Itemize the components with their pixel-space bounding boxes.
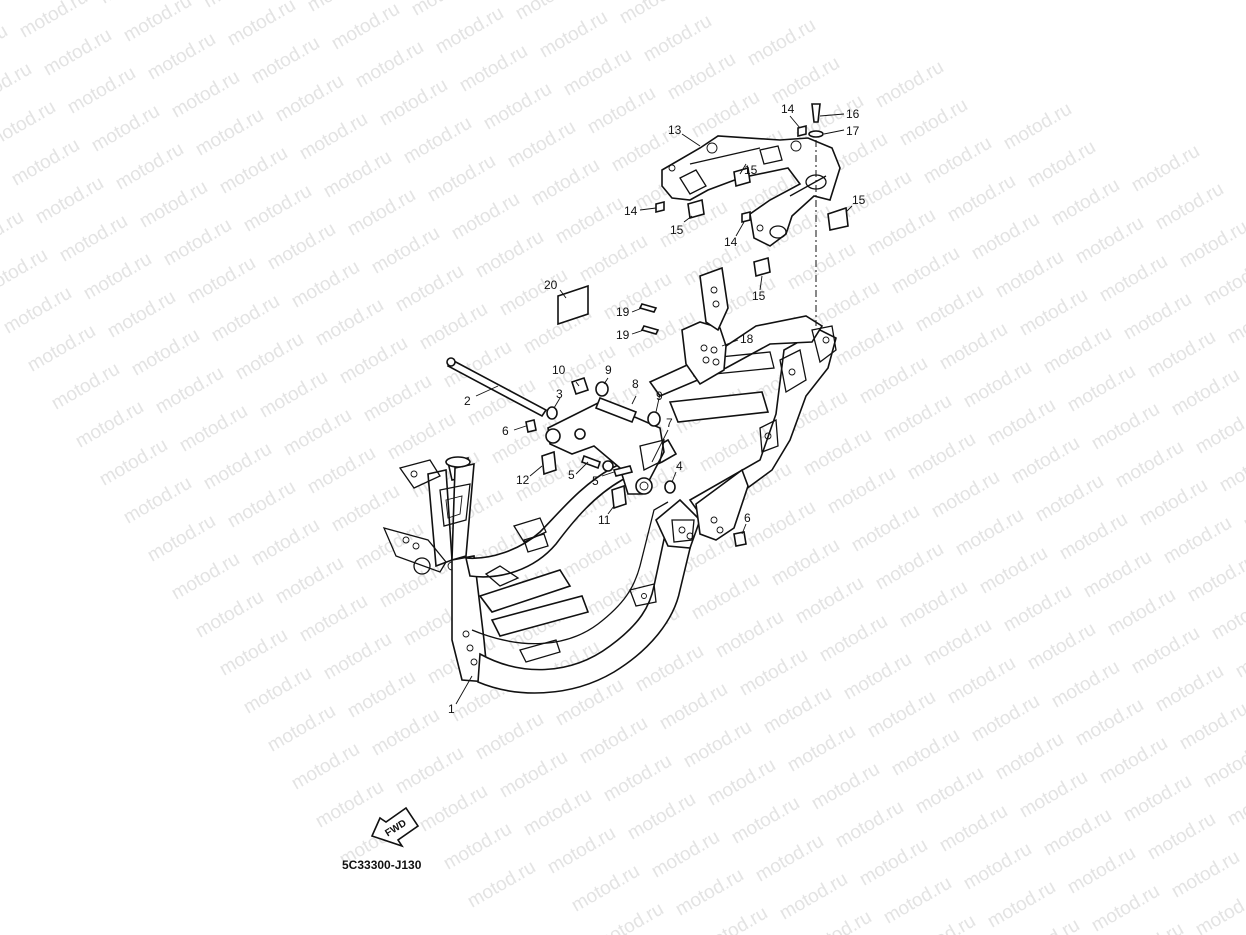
callout-5a: 5	[568, 468, 575, 482]
collar-part-9a	[595, 381, 609, 397]
callout-9b: 9	[656, 389, 663, 403]
callout-17: 17	[846, 124, 860, 138]
callout-7: 7	[666, 416, 673, 430]
callout-9a: 9	[605, 363, 612, 377]
engine-mount-parts	[446, 357, 747, 547]
callout-13: 13	[668, 123, 682, 137]
collar-part-9b	[647, 411, 661, 427]
washer-part-17	[808, 130, 824, 138]
plate-part-11	[611, 484, 627, 510]
pivot-shaft-part	[446, 358, 548, 418]
callout-19a: 19	[616, 305, 630, 319]
callout-20: 20	[544, 278, 558, 292]
callout-15d: 15	[752, 289, 766, 303]
stay-bracket-part	[681, 266, 729, 386]
callout-14b: 14	[724, 235, 738, 249]
collar-part-3	[546, 406, 558, 420]
plate-part-12	[541, 450, 557, 476]
callout-16: 16	[846, 107, 860, 121]
callout-2: 2	[464, 394, 471, 408]
callout-15b: 15	[744, 163, 758, 177]
label-part-20	[557, 284, 589, 326]
clip-parts	[655, 124, 807, 224]
screw-part-19a	[638, 303, 658, 313]
callout-15c: 15	[852, 193, 866, 207]
damper-part	[570, 376, 590, 396]
bolt-part-16	[811, 103, 821, 123]
rubber-mount-parts	[687, 166, 849, 278]
callout-1: 1	[448, 702, 455, 716]
upper-bracket-part	[661, 135, 841, 247]
callout-15a: 15	[670, 223, 684, 237]
callout-3: 3	[556, 387, 563, 401]
callout-4: 4	[676, 459, 683, 473]
bush-part	[594, 396, 638, 424]
callout-18: 18	[740, 332, 754, 346]
callout-8: 8	[632, 377, 639, 391]
callout-6a: 6	[502, 424, 509, 438]
bolt-part-5a	[580, 454, 602, 470]
engine-bracket-part	[547, 401, 665, 495]
nut-part-6b	[733, 531, 747, 547]
callout-11: 11	[598, 513, 611, 527]
callout-6b: 6	[744, 511, 751, 525]
nut-part-6a	[525, 419, 537, 433]
bolt-part-5b	[612, 465, 634, 477]
callout-14a: 14	[624, 204, 638, 218]
nut-part-4	[664, 480, 676, 494]
forward-arrow-icon: FWD	[370, 806, 420, 848]
callout-19b: 19	[616, 328, 630, 342]
callout-10: 10	[552, 363, 566, 377]
callout-5b: 5	[592, 474, 599, 488]
callout-12: 12	[516, 473, 530, 487]
leader-lines	[455, 113, 853, 705]
diagram-code: 5C33300-J130	[342, 858, 422, 872]
screw-part-19b	[640, 325, 660, 335]
callout-numbers: 1 2 3 4 5 5 6 6 7 8 9 9 10 11 12 13 14 1…	[448, 102, 866, 716]
callout-14c: 14	[781, 102, 795, 116]
